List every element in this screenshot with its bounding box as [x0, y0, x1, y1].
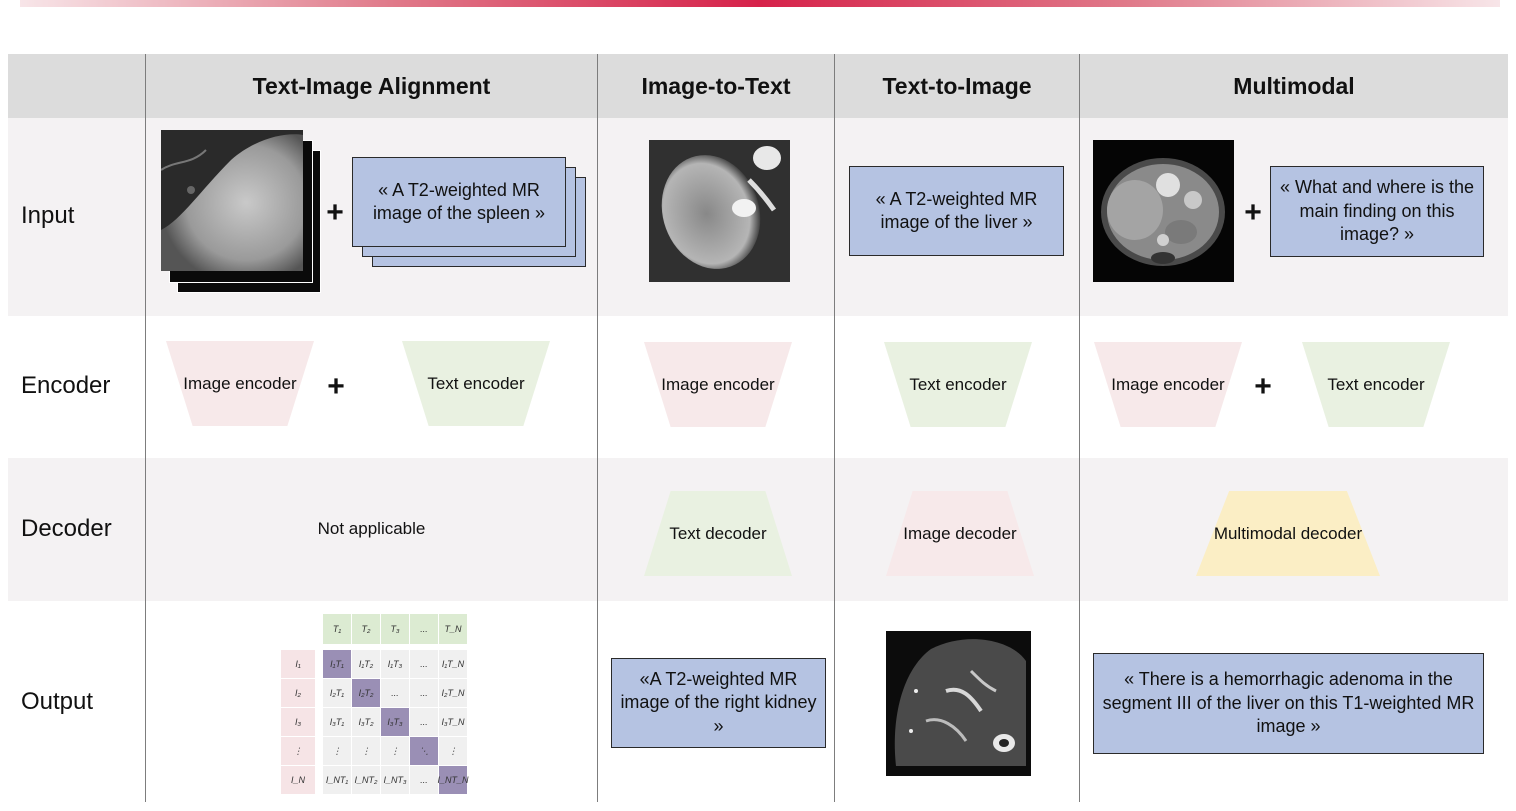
matrix-cell: I₂T_N — [439, 679, 467, 707]
matrix-col-header: T₃ — [381, 614, 409, 644]
spleen-mri-image — [161, 130, 303, 271]
column-header-band — [8, 54, 1508, 118]
not-applicable-label: Not applicable — [317, 519, 426, 538]
matrix-cell: I₁T₃ — [381, 650, 409, 678]
matrix-cell: I₁T₂ — [352, 650, 380, 678]
matrix-cell: I₂T₁ — [323, 679, 351, 707]
plus-icon: + — [327, 370, 345, 403]
matrix-col-header: ... — [410, 614, 438, 644]
matrix-cell-diagonal: I₂T₂ — [352, 679, 380, 707]
matrix-cell: I_NT₂ — [352, 766, 380, 794]
matrix-cell: I_NT₁ — [323, 766, 351, 794]
matrix-cell: I₃T₂ — [352, 708, 380, 736]
matrix-cell: I₁T_N — [439, 650, 467, 678]
img2txt-output-text: «A T2-weighted MR image of the right kid… — [611, 658, 826, 748]
matrix-cell-diagonal: I_NT_N — [438, 766, 469, 794]
column-header-text-to-image: Text-to-Image — [882, 72, 1032, 99]
text-decoder-block: Text decoder — [644, 491, 792, 576]
column-divider — [834, 54, 835, 802]
text-encoder-block: Text encoder — [884, 342, 1032, 427]
matrix-cell: ... — [410, 766, 438, 794]
matrix-cell: ⋮ — [352, 737, 380, 765]
accent-bar — [20, 0, 1500, 7]
abdomen-mri-image — [1093, 140, 1234, 282]
multimodal-input-text: « What and where is the main finding on … — [1270, 166, 1484, 257]
txt2img-input-text: « A T2-weighted MR image of the liver » — [849, 166, 1064, 256]
liver-mri-image — [886, 631, 1031, 776]
row-label-output: Output — [21, 688, 94, 715]
matrix-cell: I₃T₁ — [323, 708, 351, 736]
plus-icon: + — [1254, 370, 1272, 403]
matrix-col-header: T₂ — [352, 614, 380, 644]
column-divider — [145, 54, 146, 802]
image-encoder-block: Image encoder — [1094, 342, 1242, 427]
matrix-cell-diagonal: ⋱ — [410, 737, 438, 765]
multimodal-output-text: « There is a hemorrhagic adenoma in the … — [1093, 653, 1484, 754]
kidney-mri-image — [649, 140, 790, 282]
matrix-row-header: ⋮ — [281, 737, 315, 765]
matrix-cell: ⋮ — [381, 737, 409, 765]
image-encoder-block: Image encoder — [166, 341, 314, 426]
column-header-alignment: Text-Image Alignment — [252, 72, 491, 99]
matrix-col-header: T₁ — [323, 614, 351, 644]
matrix-row-header: I₂ — [281, 679, 315, 707]
image-decoder-block: Image decoder — [886, 491, 1034, 576]
matrix-cell: ... — [410, 679, 438, 707]
multimodal-decoder-block: Multimodal decoder — [1196, 491, 1380, 576]
matrix-row-header: I_N — [281, 766, 315, 794]
plus-icon: + — [326, 196, 344, 229]
matrix-cell: ... — [381, 679, 409, 707]
matrix-cell: I₃T_N — [439, 708, 467, 736]
matrix-cell-diagonal: I₃T₃ — [381, 708, 409, 736]
alignment-input-text: « A T2-weighted MR image of the spleen » — [352, 157, 566, 247]
matrix-cell: ... — [410, 650, 438, 678]
matrix-cell: ⋮ — [439, 737, 467, 765]
row-label-encoder: Encoder — [21, 372, 111, 399]
matrix-cell: ... — [410, 708, 438, 736]
row-label-input: Input — [21, 202, 75, 229]
column-divider — [597, 54, 598, 802]
matrix-cell: I_NT₃ — [381, 766, 409, 794]
row-label-decoder: Decoder — [21, 515, 112, 542]
column-header-multimodal: Multimodal — [1233, 72, 1355, 99]
matrix-cell-diagonal: I₁T₁ — [323, 650, 351, 678]
column-divider — [1079, 54, 1080, 802]
matrix-cell: ⋮ — [323, 737, 351, 765]
text-encoder-block: Text encoder — [402, 341, 550, 426]
matrix-row-header: I₁ — [281, 650, 315, 678]
image-encoder-block: Image encoder — [644, 342, 792, 427]
plus-icon: + — [1244, 196, 1262, 229]
column-header-image-to-text: Image-to-Text — [641, 72, 791, 99]
matrix-col-header: T_N — [439, 614, 467, 644]
text-encoder-block: Text encoder — [1302, 342, 1450, 427]
matrix-row-header: I₃ — [281, 708, 315, 736]
